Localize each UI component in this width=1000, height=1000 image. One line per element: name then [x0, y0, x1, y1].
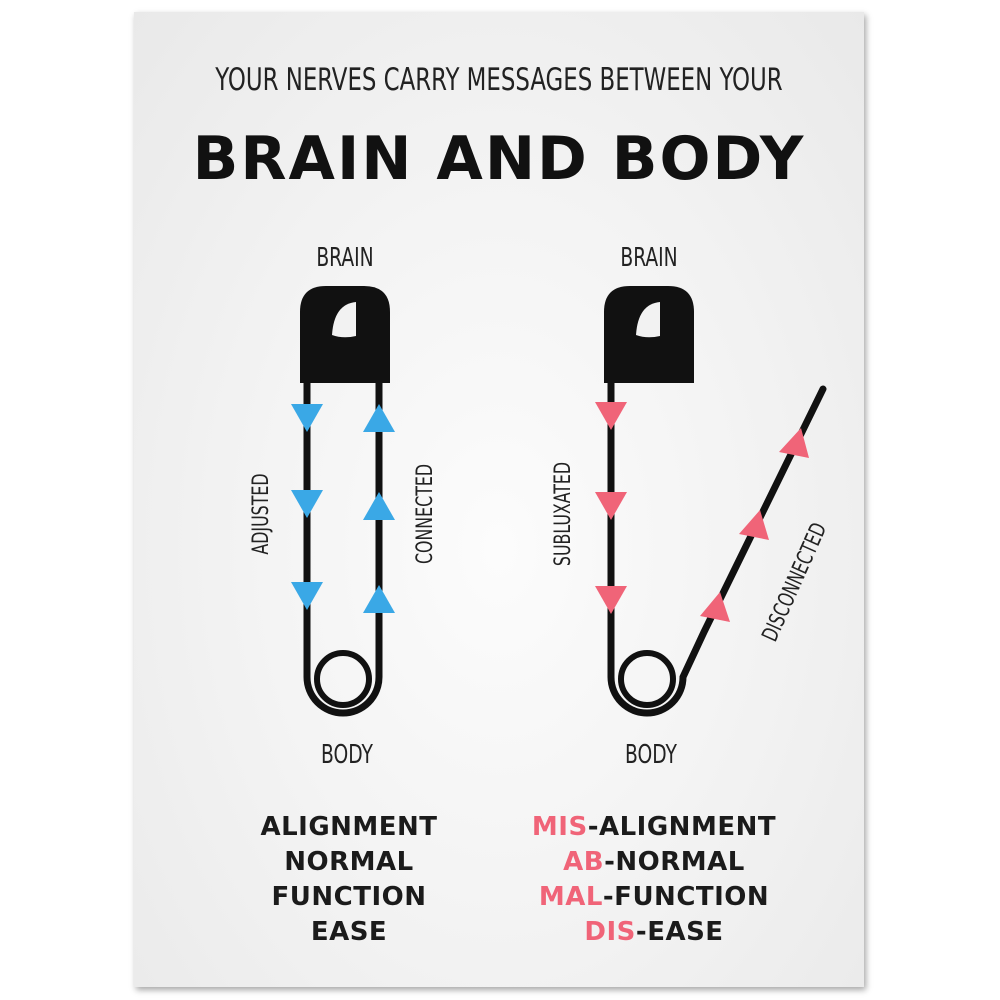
word-rest: -NORMAL [604, 847, 745, 877]
header-subtitle: YOUR NERVES CARRY MESSAGES BETWEEN YOUR [215, 62, 783, 98]
right-word-row: AB-NORMAL [489, 845, 819, 880]
word-rest: NORMAL [284, 847, 414, 877]
arrow-down [291, 582, 323, 610]
right-top-label: BRAIN [620, 242, 677, 273]
right-up-arrows [700, 428, 809, 622]
left-side-label: ADJUSTED [248, 473, 273, 554]
left-top-label: BRAIN [316, 242, 373, 273]
word-rest: FUNCTION [271, 882, 427, 912]
right-side-label: CONNECTED [412, 464, 437, 564]
arrow-down [595, 586, 627, 614]
arrow-up [363, 585, 395, 613]
left-word-row: ALIGNMENT [184, 810, 514, 845]
word-prefix: DIS [584, 917, 636, 947]
word-rest: -ALIGNMENT [587, 812, 777, 842]
arrow-up [363, 404, 395, 432]
right-word-list: MIS-ALIGNMENT AB-NORMAL MAL-FUNCTION DIS… [489, 810, 819, 950]
word-prefix: MIS [531, 812, 588, 842]
left-word-row: NORMAL [184, 845, 514, 880]
arrow-up-diagonal [700, 592, 730, 622]
closed-safety-pin-icon [300, 286, 390, 717]
arrow-down [291, 490, 323, 518]
right-word-row: DIS-EASE [489, 915, 819, 950]
arrow-up [363, 492, 395, 520]
word-rest: -EASE [635, 917, 724, 947]
left-up-arrows [363, 404, 395, 613]
right-word-row: MAL-FUNCTION [489, 880, 819, 915]
word-rest: EASE [310, 917, 388, 947]
left-word-row: EASE [184, 915, 514, 950]
word-prefix: AB [563, 847, 605, 877]
poster: YOUR NERVES CARRY MESSAGES BETWEEN YOUR … [134, 12, 864, 987]
left-bottom-label: BODY [321, 739, 373, 770]
word-rest: -FUNCTION [602, 882, 770, 912]
arrow-down [595, 402, 627, 430]
arrow-down [595, 492, 627, 520]
left-word-list: ALIGNMENT NORMAL FUNCTION EASE [184, 810, 514, 950]
subluxated-label: SUBLUXATED [550, 462, 575, 566]
right-word-row: MIS-ALIGNMENT [489, 810, 819, 845]
right-bottom-label: BODY [625, 739, 677, 770]
arrow-up-diagonal [779, 428, 809, 458]
word-rest: ALIGNMENT [260, 812, 438, 842]
arrow-up-diagonal [739, 510, 769, 540]
left-word-row: FUNCTION [184, 880, 514, 915]
left-down-arrows [291, 404, 323, 610]
open-safety-pin-icon [604, 286, 827, 717]
word-prefix: MAL [538, 882, 603, 912]
header-title: BRAIN AND BODY [192, 124, 806, 194]
arrow-down [291, 404, 323, 432]
right-down-arrows [595, 402, 627, 614]
safety-pin-diagram: BRAIN BODY ADJUSTED CONNECTED BRAIN BODY… [248, 242, 832, 770]
